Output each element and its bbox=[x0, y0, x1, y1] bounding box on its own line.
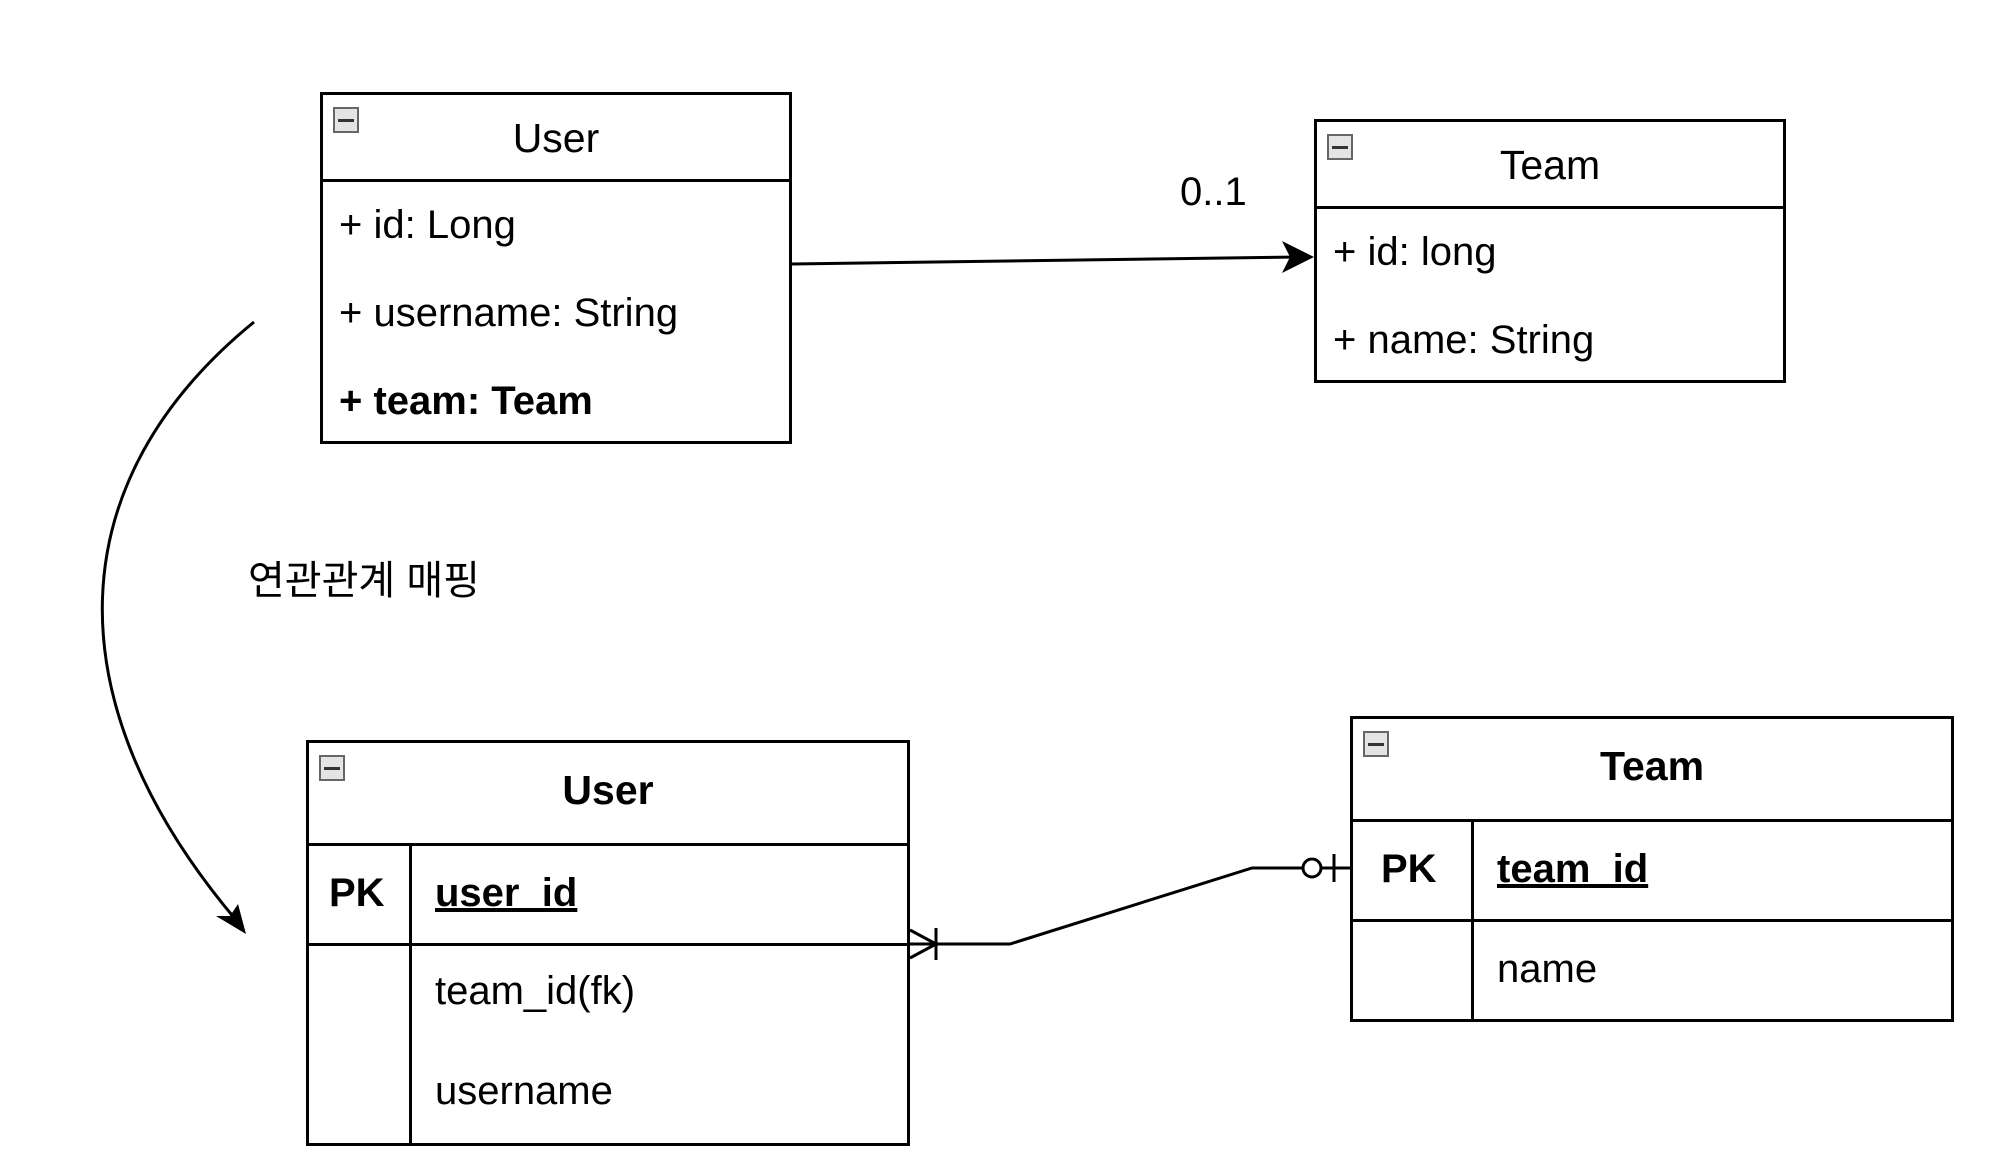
uml-user-attr-team: + team: Team bbox=[339, 379, 593, 423]
collapse-icon[interactable] bbox=[319, 755, 345, 781]
mapping-label: 연관관계 매핑 bbox=[248, 559, 480, 603]
collapse-icon[interactable] bbox=[333, 107, 359, 133]
uml-user-attr-id: + id: Long bbox=[339, 203, 516, 247]
erd-user-table[interactable]: User PK user_id team_id(fk) username bbox=[306, 740, 910, 1146]
uml-user-title: User bbox=[512, 115, 600, 161]
erd-user-title: User bbox=[562, 767, 654, 813]
divider bbox=[1353, 919, 1951, 922]
divider bbox=[309, 943, 907, 946]
collapse-icon[interactable] bbox=[1327, 134, 1353, 160]
column-name: name bbox=[1497, 947, 1598, 991]
uml-team-class[interactable]: Team + id: long + name: String bbox=[1314, 119, 1786, 383]
pk-label: PK bbox=[1381, 847, 1437, 891]
column-divider bbox=[1471, 819, 1474, 1022]
erd-team-table[interactable]: Team PK team_id name bbox=[1350, 716, 1954, 1022]
column-username: username bbox=[435, 1069, 613, 1113]
uml-user-class[interactable]: User + id: Long + username: String + tea… bbox=[320, 92, 792, 444]
column-divider bbox=[409, 843, 412, 1146]
association-multiplicity: 0..1 bbox=[1180, 170, 1247, 214]
uml-team-attr-id: + id: long bbox=[1333, 230, 1497, 274]
divider bbox=[309, 843, 907, 846]
uml-team-attr-name: + name: String bbox=[1333, 318, 1595, 362]
pk-column-user-id: user_id bbox=[435, 871, 578, 915]
collapse-icon[interactable] bbox=[1363, 731, 1389, 757]
erd-relationship bbox=[890, 854, 1350, 960]
pk-label: PK bbox=[329, 871, 385, 915]
pk-column-team-id: team_id bbox=[1497, 847, 1649, 891]
uml-team-title: Team bbox=[1499, 142, 1601, 188]
uml-user-attr-username: + username: String bbox=[339, 291, 679, 335]
mapping-arrow bbox=[100, 320, 255, 934]
association-arrow bbox=[791, 241, 1314, 273]
divider bbox=[1317, 206, 1783, 209]
column-team-id-fk: team_id(fk) bbox=[435, 969, 636, 1013]
divider bbox=[1353, 819, 1951, 822]
divider bbox=[323, 179, 789, 182]
erd-team-title: Team bbox=[1599, 743, 1705, 789]
